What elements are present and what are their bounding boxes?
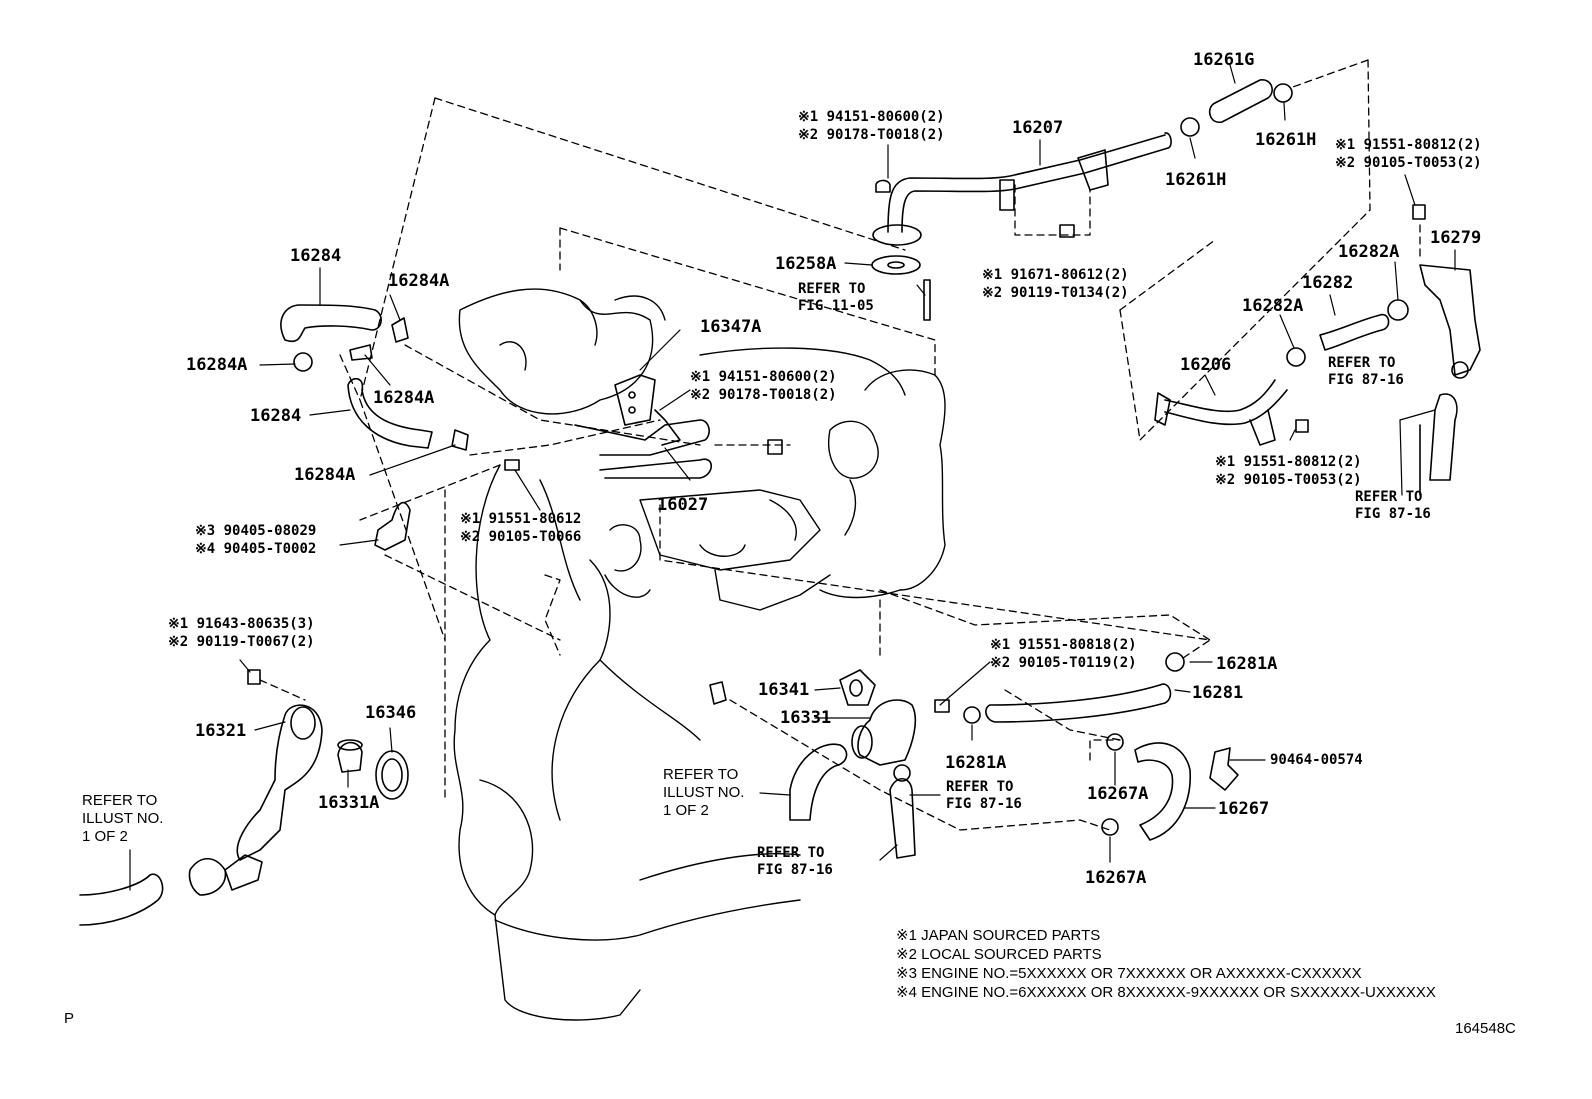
footnote-2: ※2 LOCAL SOURCED PARTS xyxy=(896,946,1102,963)
pipe-16207 xyxy=(872,133,1171,274)
hose-16281 xyxy=(964,653,1184,723)
hose-lower-left xyxy=(80,874,163,925)
fastener-code: ※1 91551-80612 xyxy=(460,511,582,527)
callout-16027: 16027 xyxy=(657,495,709,515)
callout-16267a-low: 16267A xyxy=(1085,868,1147,888)
callout-16281a-right: 16281A xyxy=(1216,654,1278,674)
callout-16282a-top: 16282A xyxy=(1338,242,1400,262)
pipe-16027 xyxy=(575,375,711,478)
hose-16267 xyxy=(1102,734,1238,840)
callout-16261h-top: 16261H xyxy=(1255,130,1317,150)
fastener-code: ※2 90119-T0067(2) xyxy=(168,634,315,650)
fastener-code: ※1 94151-80600(2) xyxy=(690,369,837,385)
fastener-code: ※2 90105-T0119(2) xyxy=(990,655,1137,671)
callout-16261h-mid: 16261H xyxy=(1165,170,1227,190)
pipe-16206-assembly xyxy=(1155,265,1480,445)
callout-16282a-left: 16282A xyxy=(1242,296,1304,316)
corner-letter: P xyxy=(64,1010,75,1027)
callout-16258a: 16258A xyxy=(775,254,837,274)
fitting-90405 xyxy=(375,503,410,550)
footnote-4: ※4 ENGINE NO.=6XXXXXX OR 8XXXXXX-9XXXXXX… xyxy=(896,984,1436,1001)
hose-16261g xyxy=(1181,80,1292,136)
fastener-code: ※1 91551-80812(2) xyxy=(1335,137,1482,153)
fastener-code: ※2 90105-T0053(2) xyxy=(1215,472,1362,488)
callout-16284-mid: 16284 xyxy=(250,406,302,426)
callout-16284a-low: 16284A xyxy=(294,465,356,485)
callout-16341: 16341 xyxy=(758,680,810,700)
engine-block xyxy=(454,465,800,1020)
callout-16321: 16321 xyxy=(195,721,247,741)
hose-right-refer xyxy=(1420,394,1457,495)
fastener-code: ※2 90105-T0066 xyxy=(460,529,582,545)
thermostat-16331a xyxy=(338,740,408,799)
callout-16207: 16207 xyxy=(1012,118,1064,138)
fastener-code: ※1 91671-80612(2) xyxy=(982,267,1129,283)
fastener-code: ※1 91551-80818(2) xyxy=(990,637,1137,653)
hose-lower-mid xyxy=(790,744,915,858)
footnote-3: ※3 ENGINE NO.=5XXXXXX OR 7XXXXXX OR AXXX… xyxy=(896,965,1362,982)
callout-16267: 16267 xyxy=(1218,799,1270,819)
water-outlet-16321 xyxy=(189,705,322,895)
fastener-code: ※2 90119-T0134(2) xyxy=(982,285,1129,301)
fastener-code: ※4 90405-T0002 xyxy=(195,541,317,557)
callout-16267a-top: 16267A xyxy=(1087,784,1149,804)
fastener-code: ※2 90178-T0018(2) xyxy=(690,387,837,403)
leader-lines xyxy=(130,65,1455,890)
callout-16284-top: 16284 xyxy=(290,246,342,266)
callout-16281: 16281 xyxy=(1192,683,1244,703)
fastener-code: ※1 91551-80812(2) xyxy=(1215,454,1362,470)
callout-16331a: 16331A xyxy=(318,793,380,813)
callout-16261g: 16261G xyxy=(1193,50,1255,70)
fastener-code: ※2 90178-T0018(2) xyxy=(798,127,945,143)
callout-16331: 16331 xyxy=(780,708,832,728)
footnote-1: ※1 JAPAN SOURCED PARTS xyxy=(896,927,1101,944)
stud-bolts xyxy=(248,205,1425,712)
fastener-code: ※2 90105-T0053(2) xyxy=(1335,155,1482,171)
callout-16347a: 16347A xyxy=(700,317,762,337)
callout-16281a-low: 16281A xyxy=(945,753,1007,773)
callout-16346: 16346 xyxy=(365,703,417,723)
callout-16279: 16279 xyxy=(1430,228,1482,248)
fastener-code: ※1 91643-80635(3) xyxy=(168,616,315,632)
callout-90464-00574: 90464-00574 xyxy=(1270,752,1363,768)
hose-16284-lower xyxy=(348,379,468,450)
fastener-code: ※3 90405-08029 xyxy=(195,523,317,539)
callout-16284a-top: 16284A xyxy=(388,271,450,291)
callout-16284a-mid: 16284A xyxy=(373,388,435,408)
callout-16206: 16206 xyxy=(1180,355,1232,375)
callout-16282: 16282 xyxy=(1302,273,1354,293)
hose-16284-upper xyxy=(281,305,408,371)
water-inlet-16331 xyxy=(710,670,915,765)
fastener-code: ※1 94151-80600(2) xyxy=(798,109,945,125)
callout-16284a-left: 16284A xyxy=(186,355,248,375)
upper-engine-housing xyxy=(459,289,945,610)
figure-code: 164548C xyxy=(1455,1020,1516,1037)
dashed-group-lines xyxy=(260,60,1420,830)
